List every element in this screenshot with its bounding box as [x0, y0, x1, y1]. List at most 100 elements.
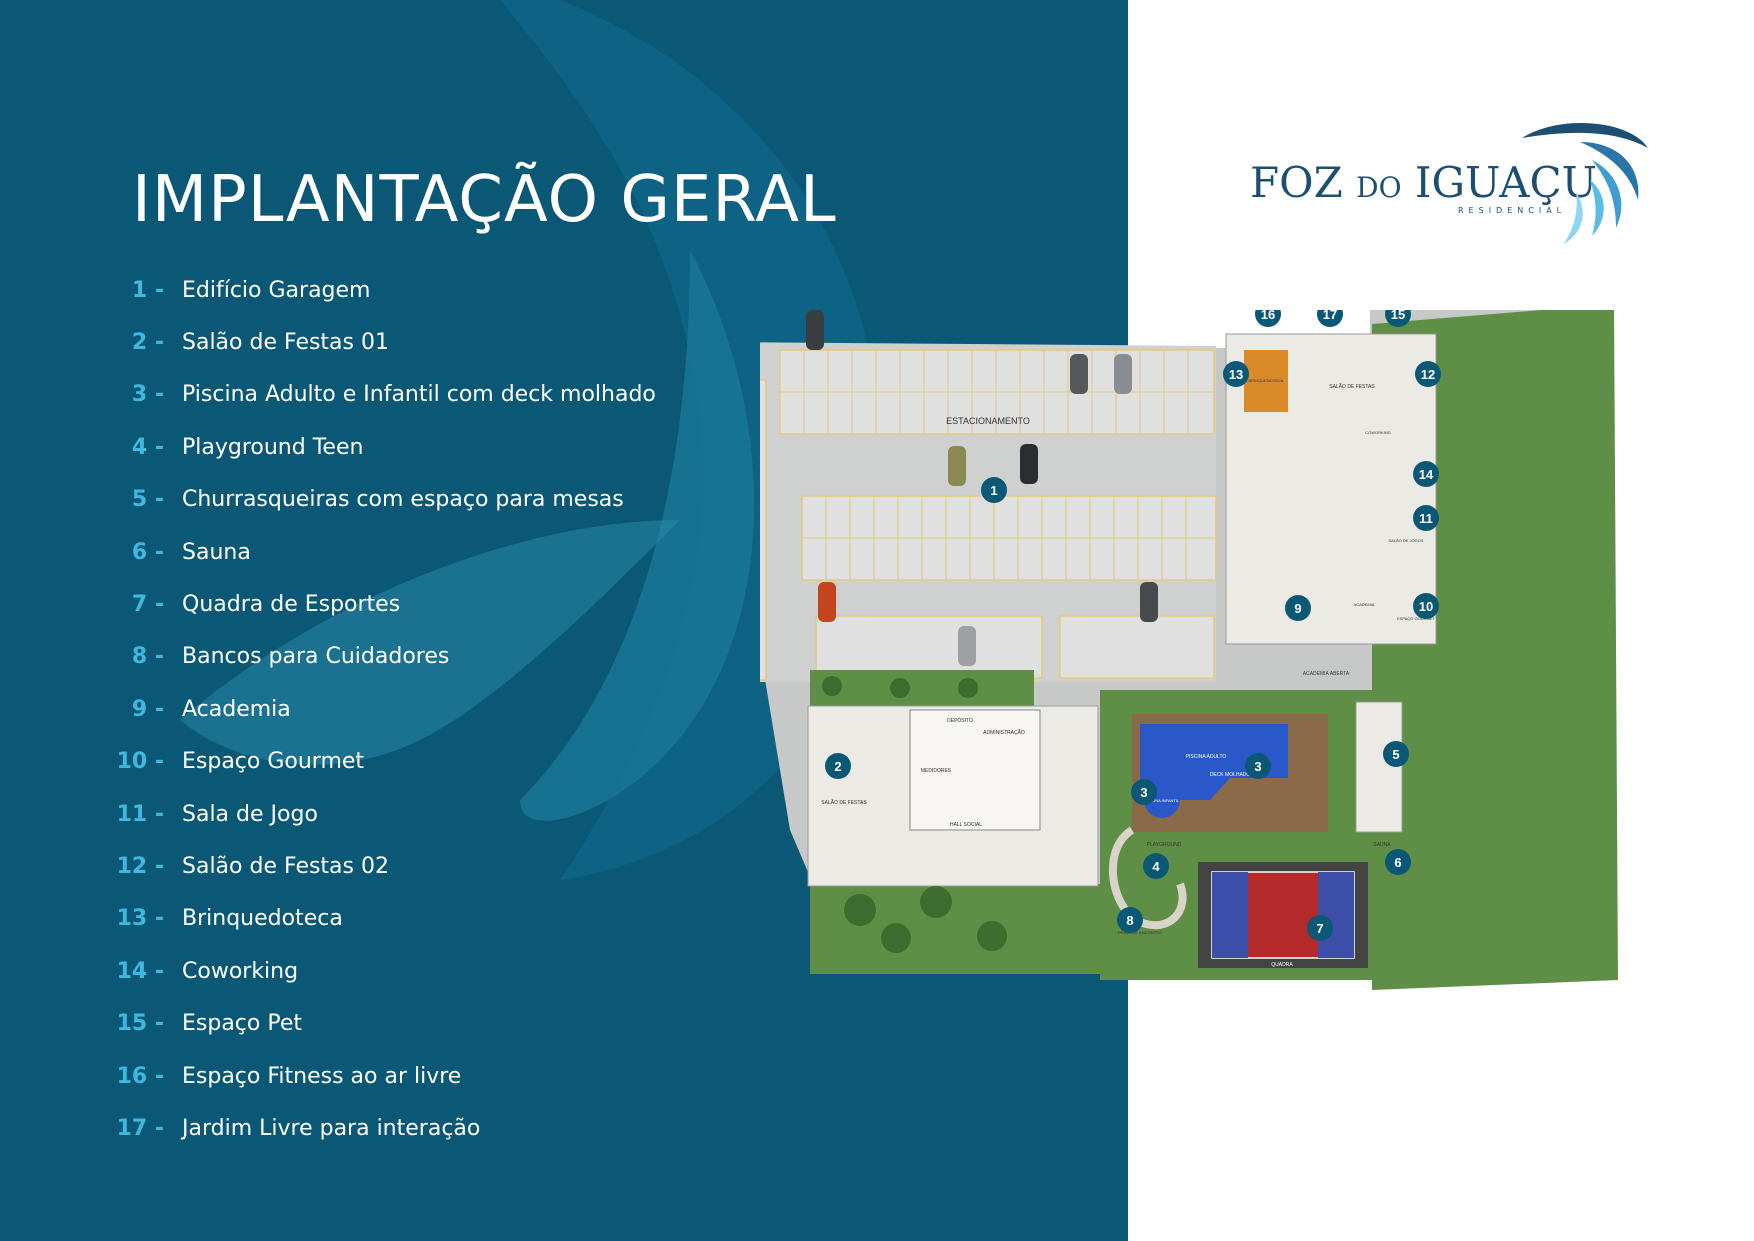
deposit-label: DEPÓSITO	[947, 717, 973, 724]
legend-label: Salão de Festas 01	[182, 330, 389, 356]
coworking-label: COWORKING	[1365, 430, 1391, 435]
stall-lines	[780, 350, 1216, 580]
legend-item: 11 - Sala de Jogo	[108, 788, 656, 840]
marker-10: 10	[1419, 599, 1433, 614]
legend-number: 16 -	[116, 1063, 164, 1089]
site-plan: ESTACIONAMENTO HALL SOCIAL DEPÓSITO ADMI…	[760, 310, 1618, 990]
adult-pool	[1140, 724, 1288, 800]
legend-item: 16 - Espaço Fitness ao ar livre	[108, 1050, 656, 1102]
legend-label: Sauna	[182, 539, 251, 565]
hall-rooms	[909, 709, 1041, 831]
bbq-area	[1355, 701, 1403, 833]
legend-item: 5 -Churrasqueiras com espaço para mesas	[108, 474, 656, 526]
marker-9: 9	[1294, 601, 1301, 616]
deck-label: DECK MOLHADO	[1210, 772, 1251, 778]
legend-label: Sala de Jogo	[182, 801, 318, 827]
brand-logo: FOZ DO IGUAÇU RESIDENCIAL	[1250, 120, 1650, 250]
legend-item: 14 - Coworking	[108, 945, 656, 997]
court-label: QUADRA	[1271, 962, 1293, 968]
marker-16: 16	[1261, 310, 1275, 322]
legend-item: 6 -Sauna	[108, 526, 656, 578]
legend-number: 2 -	[131, 330, 164, 356]
legend-item: 2 - Salão de Festas 01	[108, 316, 656, 368]
legend-label: Espaço Fitness ao ar livre	[182, 1063, 462, 1089]
legend-item: 15 - Espaço Pet	[108, 997, 656, 1049]
plan-markers: 1 2 3 3 4 5 6 7 8 9 10 11 12 13 14 15 16…	[825, 310, 1441, 941]
legend-label: Churrasqueiras com espaço para mesas	[182, 487, 624, 513]
marker-14: 14	[1419, 467, 1434, 482]
legend-number: 14 -	[116, 958, 164, 984]
legend-number: 11 -	[116, 801, 164, 827]
legend-number: 15 -	[116, 1011, 164, 1037]
legend-label: Quadra de Esportes	[182, 592, 401, 618]
toy-room	[1244, 350, 1288, 412]
pool-label: PISCINA ADULTO	[1186, 754, 1227, 760]
logo-word-main: FOZ	[1250, 158, 1343, 207]
logo-word-second: IGUAÇU	[1414, 158, 1597, 207]
legend-number: 8 -	[131, 644, 164, 670]
parked-cars	[806, 310, 1158, 666]
legend-label: Jardim Livre para interação	[182, 1115, 481, 1141]
party-label-01: SALÃO DE FESTAS	[821, 799, 867, 806]
legend-number: 10 -	[116, 749, 164, 775]
garden-strip	[810, 670, 1034, 706]
marker-6: 6	[1394, 855, 1401, 870]
legend-number: 7 -	[131, 592, 164, 618]
legend-label: Bancos para Cuidadores	[182, 644, 450, 670]
legend-number: 12 -	[116, 853, 164, 879]
marker-1: 1	[990, 483, 997, 498]
open-gym-label: ACADEMIA ABERTA	[1303, 671, 1350, 677]
legend-item: 13 - Brinquedoteca	[108, 893, 656, 945]
legend-item: 12 -Salão de Festas 02	[108, 840, 656, 892]
marker-15: 15	[1391, 310, 1405, 322]
legend-number: 13 -	[116, 906, 164, 932]
legend-number: 3 -	[131, 382, 164, 408]
legend-label: Playground Teen	[182, 434, 364, 460]
marker-7: 7	[1316, 921, 1323, 936]
legend-label: Espaço Gourmet	[182, 749, 365, 775]
marker-17: 17	[1323, 310, 1337, 322]
legend-item: 17 - Jardim Livre para interação	[108, 1102, 656, 1154]
meeting-label: PRAÇA DE ENCONTRO	[1118, 930, 1162, 935]
legend-item: 8 - Bancos para Cuidadores	[108, 631, 656, 683]
trees	[822, 676, 1007, 953]
marker-11: 11	[1419, 511, 1433, 526]
marker-3b: 3	[1140, 785, 1147, 800]
gourmet-label: ESPAÇO GOURMET	[1397, 616, 1435, 621]
legend-number: 9 -	[131, 696, 164, 722]
legend-label: Academia	[182, 696, 291, 722]
legend-label: Piscina Adulto e Infantil com deck molha…	[182, 382, 656, 408]
legend-item: 4 - Playground Teen	[108, 421, 656, 473]
marker-5: 5	[1392, 747, 1399, 762]
legend-label: Brinquedoteca	[182, 906, 343, 932]
logo-word-connector: DO	[1356, 171, 1402, 204]
logo-subtitle: RESIDENCIAL	[1458, 206, 1567, 215]
legend-label: Edifício Garagem	[182, 277, 371, 303]
playground-label: PLAYGROUND	[1147, 842, 1182, 848]
water-splash-icon	[1522, 123, 1648, 244]
legend-list: 1 - Edifício Garagem 2 - Salão de Festas 0…	[108, 264, 656, 1155]
marker-12: 12	[1421, 367, 1435, 382]
legend-label: Espaço Pet	[182, 1011, 303, 1037]
sauna-label: SAUNA	[1373, 842, 1391, 848]
marker-2: 2	[834, 759, 841, 774]
games-label: SALÃO DE JOGOS	[1388, 538, 1423, 543]
legend-number: 1 -	[131, 277, 164, 303]
admin-label: ADMINISTRAÇÃO	[983, 729, 1025, 736]
toy-label: BRINQUEDOTECA	[1249, 378, 1284, 383]
kids-pool-label: PISCINA INFANTIL	[1145, 798, 1180, 803]
legend-number: 17 -	[116, 1115, 164, 1141]
legend-item: 3 - Piscina Adulto e Infantil com deck mo…	[108, 369, 656, 421]
legend-label: Coworking	[182, 958, 299, 984]
marker-8: 8	[1126, 913, 1133, 928]
logo-wordmark: FOZ DO IGUAÇU	[1250, 158, 1597, 207]
marker-3: 3	[1254, 759, 1261, 774]
legend-item: 9 - Academia	[108, 683, 656, 735]
legend-item: 7 - Quadra de Esportes	[108, 578, 656, 630]
legend-item: 1 - Edifício Garagem	[108, 264, 656, 316]
marker-13: 13	[1229, 367, 1243, 382]
meters-label: MEDIDORES	[921, 768, 952, 774]
legend-number: 4 -	[131, 434, 164, 460]
marker-4: 4	[1152, 859, 1160, 874]
parking-label: ESTACIONAMENTO	[946, 416, 1030, 426]
